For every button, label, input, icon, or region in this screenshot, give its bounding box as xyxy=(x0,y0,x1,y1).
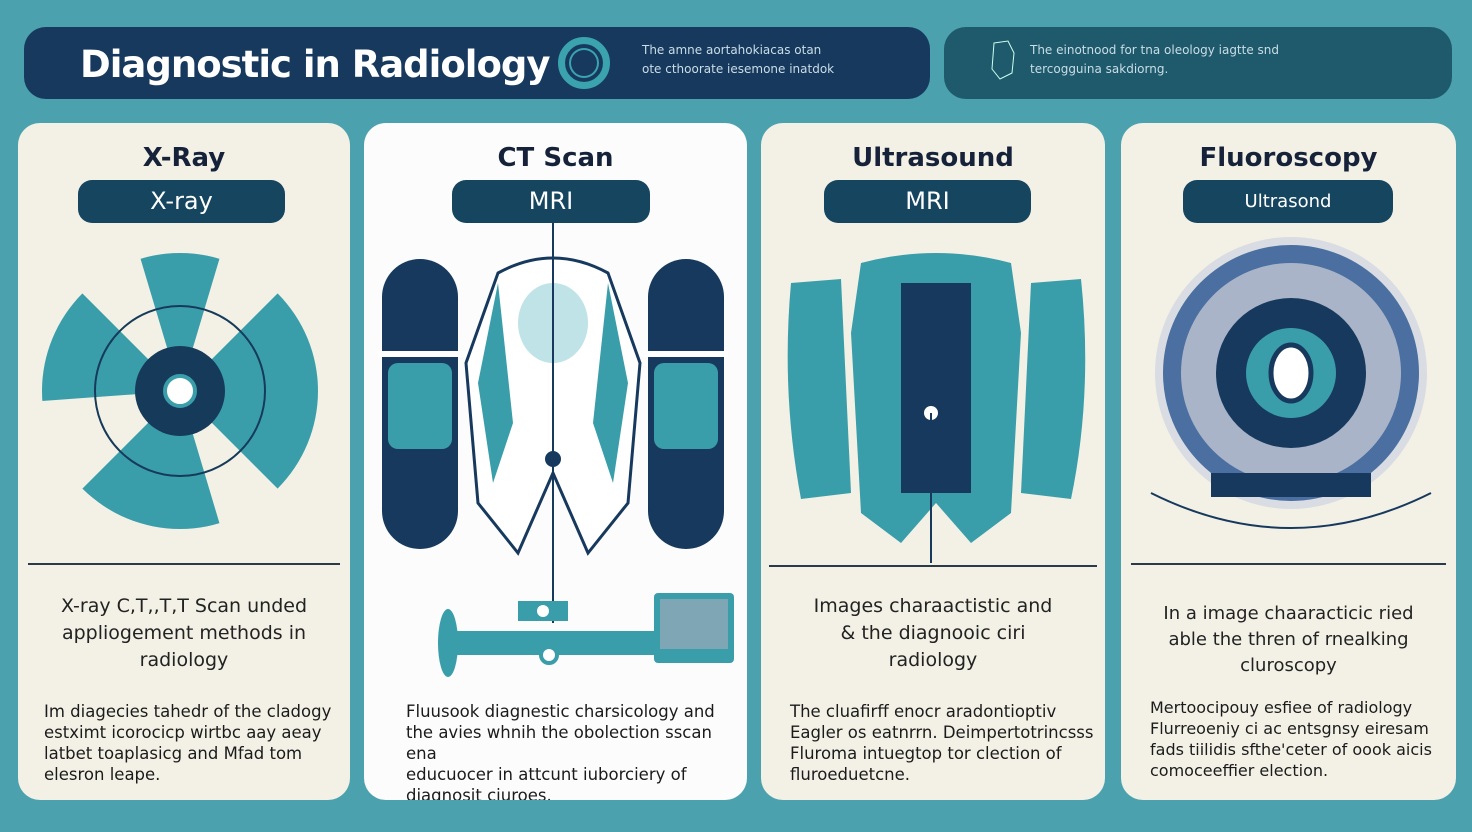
card-pill: MRI xyxy=(824,180,1031,223)
caption-line: radiology xyxy=(139,649,229,671)
body-line: estximt icorocicp wirtbc aay aeay xyxy=(44,723,322,742)
ultrasound-torso-illustration xyxy=(787,253,1086,563)
card-title: Fluoroscopy xyxy=(1199,143,1378,173)
caption-line: X-ray C,T,,T,T Scan unded xyxy=(60,595,308,617)
card-pill: Ultrasond xyxy=(1183,180,1393,223)
card-body: The cluafirff enocr aradontioptiv Eagler… xyxy=(790,701,1093,785)
card-title: X-Ray xyxy=(142,143,226,173)
subtitle-line: tercogguina sakdiorng. xyxy=(1030,62,1169,76)
ct-body-illustration xyxy=(378,223,728,623)
header-banner: Diagnostic in Radiology The amne aortaho… xyxy=(24,27,930,99)
organ-outline-icon xyxy=(991,40,1015,80)
header-info-panel: The einotnood for tna oleology iagtte sn… xyxy=(944,27,1452,99)
body-line: Fluusook diagnestic charsicology and xyxy=(406,702,715,721)
body-line: Flurreoeniy ci ac entsgnsy eiresam xyxy=(1150,719,1429,738)
card-caption: In a image chaaracticic ried able the th… xyxy=(1121,601,1456,679)
ct-scanner-table-illustration xyxy=(438,593,734,677)
body-line: comoceeffier election. xyxy=(1150,761,1329,780)
body-line: latbet toaplasicg and Mfad tom xyxy=(44,744,303,763)
subtitle-line: ote cthoorate iesemone inatdok xyxy=(642,62,835,76)
caption-line: appliogement methods in xyxy=(61,622,307,644)
card-title: CT Scan xyxy=(497,143,614,173)
body-line: Im diagecies tahedr of the cladogy xyxy=(44,702,332,721)
body-line: Mertoocipouy esfiee of radiology xyxy=(1150,698,1413,717)
divider xyxy=(28,563,340,565)
card-xray: X-Ray X-ray X-ray C,T,,T,T Scan unded ap… xyxy=(18,123,350,800)
body-line: diagnosit ciuroes. xyxy=(406,786,552,800)
body-line: Fluroma intuegtop tor clection of xyxy=(790,744,1062,763)
xray-wheel-illustration xyxy=(42,253,318,529)
card-title: Ultrasound xyxy=(852,143,1014,173)
card-caption: X-ray C,T,,T,T Scan unded appliogement m… xyxy=(18,593,350,674)
card-body: Fluusook diagnestic charsicology and the… xyxy=(406,701,747,800)
card-body: Im diagecies tahedr of the cladogy estxi… xyxy=(44,701,331,785)
divider xyxy=(1131,563,1446,565)
header-subtitle-right: The einotnood for tna oleology iagtte sn… xyxy=(1030,41,1279,79)
card-ultrasound: Ultrasound MRI Images charaactistic and … xyxy=(761,123,1105,800)
body-line: fluroeduetcne. xyxy=(790,765,910,784)
body-line: fads tiilidis sfthe'ceter of oook aicis xyxy=(1150,740,1432,759)
header-subtitle-left: The amne aortahokiacas otan ote cthoorat… xyxy=(642,41,834,79)
caption-line: cluroscopy xyxy=(1240,655,1337,676)
caption-line: & the diagnooic ciri xyxy=(840,622,1026,644)
body-line: elesron leape. xyxy=(44,765,161,784)
card-pill: MRI xyxy=(452,180,650,223)
subtitle-line: The einotnood for tna oleology iagtte sn… xyxy=(1030,43,1280,57)
caption-line: radiology xyxy=(888,649,978,671)
page-title: Diagnostic in Radiology xyxy=(80,43,550,86)
card-pill: X-ray xyxy=(78,180,285,223)
body-line: The cluafirff enocr aradontioptiv xyxy=(790,702,1057,721)
caption-line: In a image chaaracticic ried xyxy=(1163,603,1414,624)
body-line: Eagler os eatnrrn. Deimpertotrincsss xyxy=(790,723,1094,742)
body-line: educuocer in attcunt iuborciery of xyxy=(406,765,687,784)
caption-line: able the thren of rnealking xyxy=(1168,629,1409,650)
subtitle-line: The amne aortahokiacas otan xyxy=(642,43,822,57)
caption-line: Images charaactistic and xyxy=(813,595,1053,617)
card-body: Mertoocipouy esfiee of radiology Flurreo… xyxy=(1150,697,1432,781)
card-fluoroscopy: Fluoroscopy Ultrasond In a image chaarac… xyxy=(1121,123,1456,800)
card-ct-scan: CT Scan MRI Fluusook diagnestic charsico… xyxy=(364,123,747,800)
ring-icon xyxy=(558,37,610,89)
body-line: the avies whnih the obolection sscan ena xyxy=(406,723,712,763)
fluoroscopy-scanner-illustration xyxy=(1150,237,1432,529)
divider xyxy=(769,565,1097,567)
card-caption: Images charaactistic and & the diagnooic… xyxy=(761,593,1105,674)
